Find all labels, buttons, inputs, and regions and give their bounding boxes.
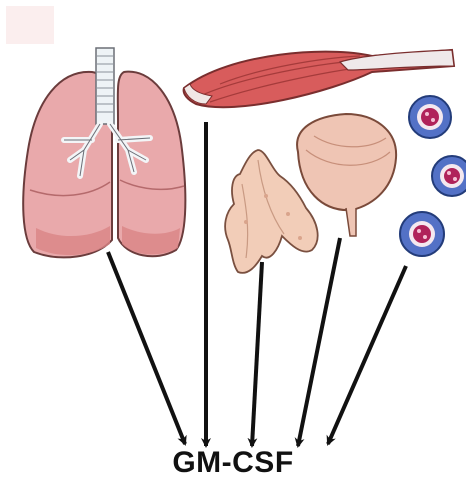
background-smudge: [6, 6, 54, 44]
arrow-from-lungs: [108, 252, 185, 444]
immune-cells-illustration: [400, 96, 466, 256]
lungs-illustration: [23, 48, 185, 257]
skeletal-muscle-illustration: [184, 50, 454, 107]
immune-cell-middle: [432, 156, 466, 196]
immune-cell-top: [409, 96, 451, 138]
arrow-from-bladder: [298, 238, 340, 446]
immune-cell-bottom: [400, 212, 444, 256]
arrow-from-immune-cells: [328, 266, 406, 444]
arrow-from-pancreas: [252, 262, 262, 446]
gm-csf-label: GM-CSF: [0, 446, 466, 480]
